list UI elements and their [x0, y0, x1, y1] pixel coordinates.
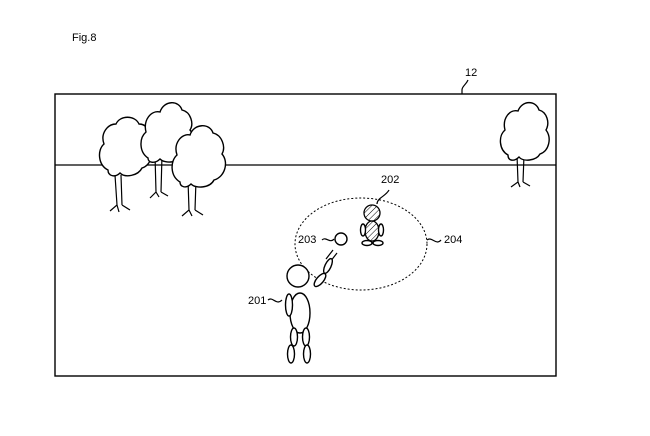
range-ellipse: [294, 197, 428, 291]
screen-leader: [461, 79, 469, 94]
ball-label: 203: [298, 234, 316, 246]
tree-cluster-left: [98, 102, 227, 217]
tree: [171, 125, 227, 217]
player-label: 201: [248, 295, 266, 307]
tree: [98, 116, 153, 213]
screen-label: 12: [465, 67, 477, 79]
partner-character: [359, 204, 385, 247]
ball: [334, 232, 348, 246]
partner-leader: [376, 189, 390, 205]
screen-frame: [54, 93, 557, 377]
range-label: 204: [444, 234, 462, 246]
tree-right: [499, 101, 550, 188]
player-leader: [267, 298, 283, 303]
motion-line: [325, 249, 334, 260]
figure-label: Fig.8: [72, 32, 96, 44]
partner-label: 202: [381, 174, 399, 186]
ball-leader: [321, 238, 335, 242]
range-leader: [426, 238, 442, 243]
player-character: [284, 257, 334, 364]
